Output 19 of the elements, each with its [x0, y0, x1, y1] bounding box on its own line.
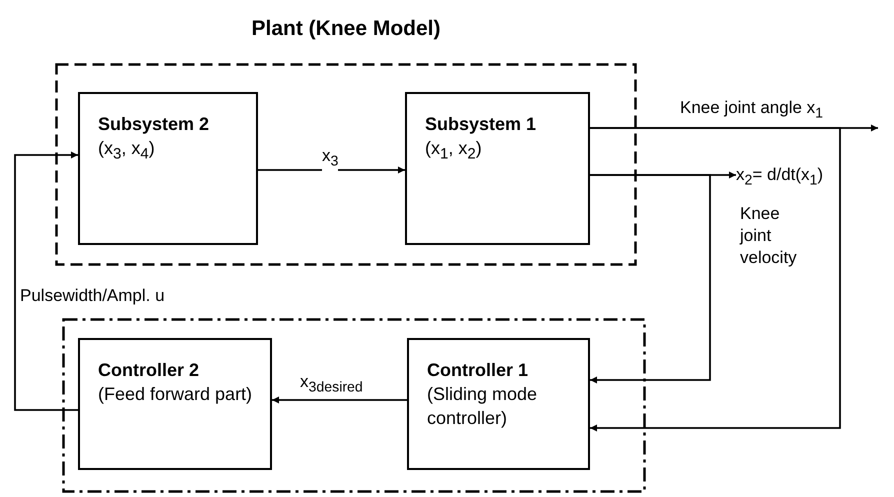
arrow: [590, 174, 711, 384]
process-box: [78, 338, 272, 470]
arrow: [258, 166, 405, 174]
box-text: (Feed forward part): [98, 383, 254, 406]
box-heading: Subsystem 2: [98, 113, 210, 136]
group-title: Plant (Knee Model): [250, 16, 442, 42]
box-text: (Sliding mode controller): [427, 383, 538, 430]
process-box: [78, 92, 258, 245]
box-heading: Controller 1: [427, 359, 530, 382]
arrow: [590, 127, 841, 432]
box-text: (x$_{3}$, x$_{4}$): [98, 137, 156, 165]
box-heading: Controller 2: [98, 359, 200, 382]
process-box: [405, 92, 590, 245]
edge-label: Pulsewidth/Ampl. u: [20, 286, 165, 306]
arrow: [14, 152, 78, 411]
arrow: [272, 396, 407, 404]
box-heading: Subsystem 1: [425, 113, 538, 136]
process-box: [407, 338, 590, 470]
box-text: (x$_{1}$, x$_{2}$): [425, 137, 483, 165]
